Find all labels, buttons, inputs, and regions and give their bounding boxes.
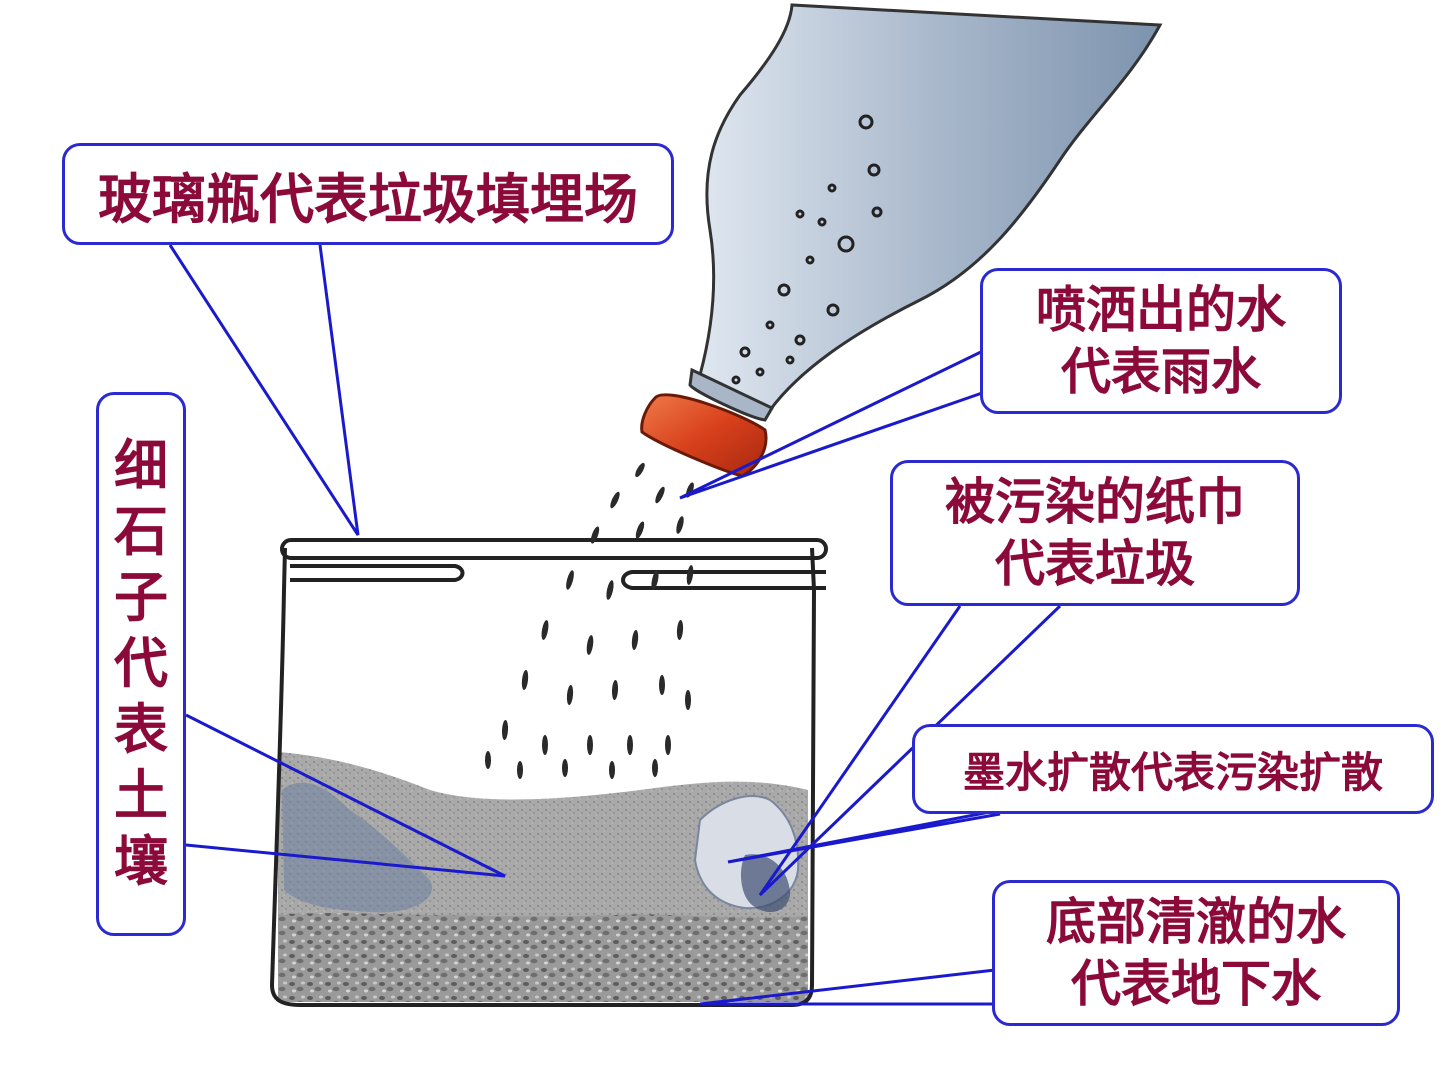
label-groundwater-line2: 代表地下水 <box>1071 953 1321 1015</box>
callout-rain: 喷洒出的水 代表雨水 <box>980 268 1342 414</box>
callout-soil: 细 石 子 代 表 土 壤 <box>96 392 186 936</box>
label-soil-char: 壤 <box>114 829 168 895</box>
label-ink: 墨水扩散代表污染扩散 <box>963 739 1383 800</box>
label-soil-char: 细 <box>114 433 168 499</box>
callout-garbage: 被污染的纸巾 代表垃圾 <box>890 460 1300 606</box>
label-garbage-line1: 被污染的纸巾 <box>945 471 1245 533</box>
label-soil-char: 土 <box>114 763 168 829</box>
label-soil-char: 子 <box>114 565 168 631</box>
callout-ink: 墨水扩散代表污染扩散 <box>912 724 1434 814</box>
label-soil-char: 石 <box>114 499 168 565</box>
water-spray <box>485 462 696 779</box>
label-garbage-line2: 代表垃圾 <box>995 533 1195 595</box>
jar-thread-left <box>290 566 463 580</box>
leader-landfill <box>170 245 358 535</box>
label-soil-char: 表 <box>114 697 168 763</box>
gravel-layer <box>278 912 808 1002</box>
label-rain-line1: 喷洒出的水 <box>1036 279 1286 341</box>
jar-rim <box>282 540 826 558</box>
label-soil-char: 代 <box>114 631 168 697</box>
label-rain-line2: 代表雨水 <box>1061 341 1261 403</box>
callout-landfill: 玻璃瓶代表垃圾填埋场 <box>62 143 674 245</box>
jar <box>272 540 826 1005</box>
label-groundwater-line1: 底部清澈的水 <box>1046 891 1346 953</box>
callout-groundwater: 底部清澈的水 代表地下水 <box>992 880 1400 1026</box>
label-landfill: 玻璃瓶代表垃圾填埋场 <box>98 155 638 234</box>
